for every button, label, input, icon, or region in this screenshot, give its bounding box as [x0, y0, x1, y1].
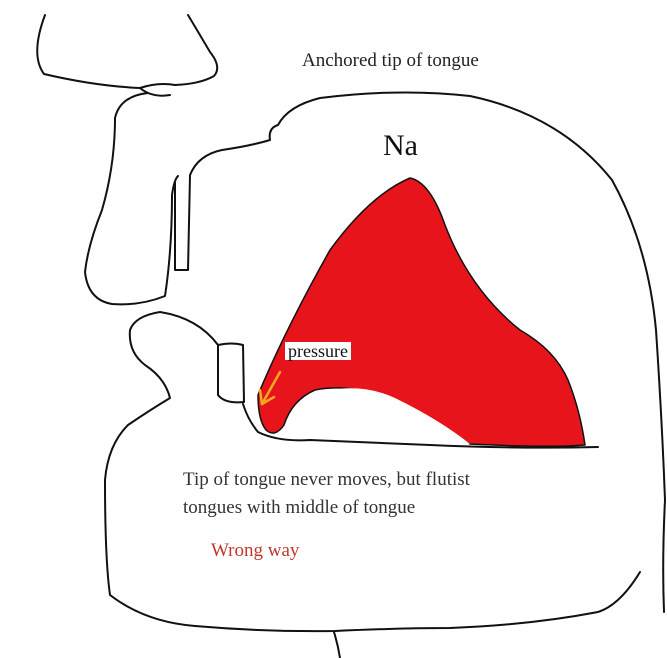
nose-outline [37, 15, 217, 88]
explanation-line-1: Tip of tongue never moves, but flutist [183, 470, 470, 489]
diagram-title-label: Anchored tip of tongue [302, 51, 479, 70]
neck-outline [334, 632, 340, 658]
pressure-label: pressure [285, 342, 351, 360]
explanation-line-2: tongues with middle of tongue [183, 498, 415, 517]
upper-lip-outline [85, 93, 178, 304]
nostril-outline [140, 88, 170, 96]
lower-teeth-outline [218, 344, 244, 403]
syllable-label: Na [383, 131, 418, 161]
upper-teeth-outline [175, 175, 190, 270]
verdict-label: Wrong way [211, 541, 299, 560]
